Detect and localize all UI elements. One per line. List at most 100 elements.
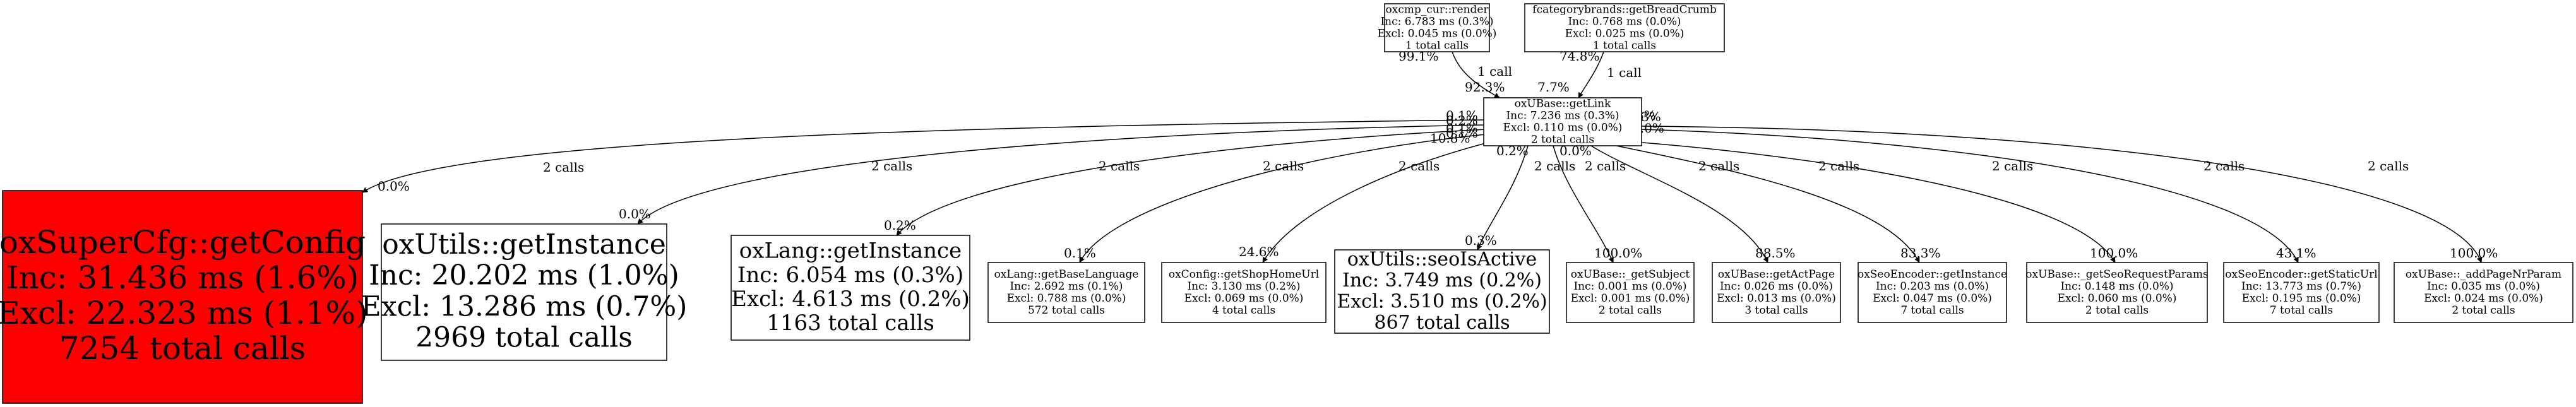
node-stat-line: 3 total calls — [1744, 304, 1808, 317]
edge-call-count: 1 call — [1607, 65, 1642, 80]
node-box[interactable] — [2223, 262, 2380, 323]
node-stat-line: Inc: 0.001 ms (0.0%) — [1573, 280, 1686, 293]
node-stat-line: Excl: 0.013 ms (0.0%) — [1717, 292, 1836, 305]
edge-callee-percent: 0.2% — [884, 218, 916, 233]
node-box[interactable] — [1524, 3, 1725, 52]
node-box[interactable] — [2026, 262, 2208, 323]
node-stat-line: Inc: 6.054 ms (0.3%) — [737, 262, 963, 288]
node-box[interactable] — [1857, 262, 2007, 323]
node-box[interactable] — [730, 235, 970, 341]
edge-line — [1452, 51, 1500, 98]
node-stat-line: Inc: 0.148 ms (0.0%) — [2060, 280, 2173, 293]
node-stat-line: Inc: 3.130 ms (0.2%) — [1187, 280, 1300, 293]
node-function-name: fcategorybrands::getBreadCrumb — [1532, 3, 1717, 16]
edge-callee-percent: 100.0% — [2450, 245, 2498, 261]
node-stat-line: 2 total calls — [1531, 133, 1594, 146]
node-stat-line: Excl: 0.788 ms (0.0%) — [1007, 292, 1126, 305]
node-stat-line: Inc: 20.202 ms (1.0%) — [369, 259, 679, 292]
edge-caller-percent: 0.1% — [1446, 108, 1478, 123]
edge-call-count: 1 call — [1477, 64, 1512, 79]
node-function-name: oxUtils::getInstance — [382, 228, 666, 261]
edge-callee-percent: 0.0% — [619, 206, 651, 221]
edge-caller-percent: 0.1% — [1446, 126, 1478, 141]
node-box[interactable] — [1712, 262, 1841, 323]
node-stat-line: 2 total calls — [2085, 304, 2149, 317]
edge-getlink-to-lang_instance: 2 calls 0.1% 0.2% — [884, 121, 1488, 236]
node-box[interactable] — [1334, 249, 1550, 334]
edge-line — [1262, 139, 1498, 263]
node-box[interactable] — [1384, 3, 1490, 52]
node-box[interactable] — [987, 262, 1145, 323]
edge-line — [1635, 141, 2116, 263]
node-stat-line: Inc: 31.436 ms (1.6%) — [6, 259, 359, 296]
edge-call-count: 2 calls — [1992, 158, 2033, 174]
node-function-name: oxUBase::getLink — [1515, 97, 1611, 110]
edge-caller-percent: 10.8% — [1430, 131, 1470, 146]
edge-call-count: 2 calls — [1818, 158, 1859, 174]
node-stat-line: Excl: 4.613 ms (0.2%) — [731, 286, 970, 312]
edge-line — [362, 119, 1484, 193]
node-stat-line: Excl: 3.510 ms (0.2%) — [1337, 291, 1547, 313]
edge-callee-percent: 92.3% — [1465, 80, 1505, 95]
node-function-name: oxSuperCfg::getConfig — [0, 224, 366, 261]
edge-caller-percent: 0.1% — [1446, 121, 1478, 136]
edge-call-count: 2 calls — [1534, 158, 1575, 174]
node-stat-line: 867 total calls — [1374, 312, 1510, 334]
node-function-name: oxLang::getInstance — [739, 239, 962, 264]
edge-line — [1553, 145, 1614, 263]
edge-line — [1477, 145, 1529, 251]
node-box[interactable] — [1483, 97, 1642, 146]
edge-callee-percent: 43.1% — [2276, 245, 2317, 261]
edge-call-count: 2 calls — [543, 160, 584, 175]
edge-line — [896, 129, 1488, 236]
node-box[interactable] — [1161, 262, 1327, 323]
node-function-name: oxUBase::_getSeoRequestParams — [2025, 268, 2208, 281]
node-function-name: oxConfig::getShopHomeUrl — [1169, 268, 1319, 281]
node-stat-line: 2969 total calls — [415, 322, 633, 354]
node-stat-line: Inc: 3.749 ms (0.2%) — [1342, 269, 1542, 292]
edge-line — [1590, 145, 1768, 263]
node-stat-line: Excl: 0.069 ms (0.0%) — [1184, 292, 1304, 305]
edge-callee-percent: 0.1% — [1064, 245, 1096, 261]
node-stat-line: Excl: 22.323 ms (1.1%) — [0, 295, 368, 331]
node-box[interactable] — [2394, 262, 2573, 323]
edge-call-count: 2 calls — [1099, 158, 1140, 174]
node-box[interactable] — [2, 190, 363, 404]
node-stat-line: 4 total calls — [1212, 304, 1275, 317]
node-stat-line: 2 total calls — [2452, 304, 2515, 317]
node-stat-line: 572 total calls — [1028, 304, 1105, 317]
node-box[interactable] — [1566, 262, 1695, 323]
node-box[interactable] — [381, 223, 667, 361]
node-stat-line: Inc: 0.026 ms (0.0%) — [1720, 280, 1833, 293]
node-stat-line: Excl: 0.110 ms (0.0%) — [1503, 121, 1623, 134]
edge-callee-percent: 0.3% — [1465, 233, 1497, 248]
node-function-name: oxLang::getBaseLanguage — [994, 268, 1138, 281]
node-stat-line: Excl: 0.047 ms (0.0%) — [1873, 292, 1992, 305]
node-stat-line: Excl: 0.024 ms (0.0%) — [2424, 292, 2543, 305]
edge-line — [1578, 51, 1604, 98]
node-stat-line: Inc: 2.692 ms (0.1%) — [1010, 280, 1123, 293]
node-function-name: oxUBase::_getSubject — [1571, 268, 1690, 281]
